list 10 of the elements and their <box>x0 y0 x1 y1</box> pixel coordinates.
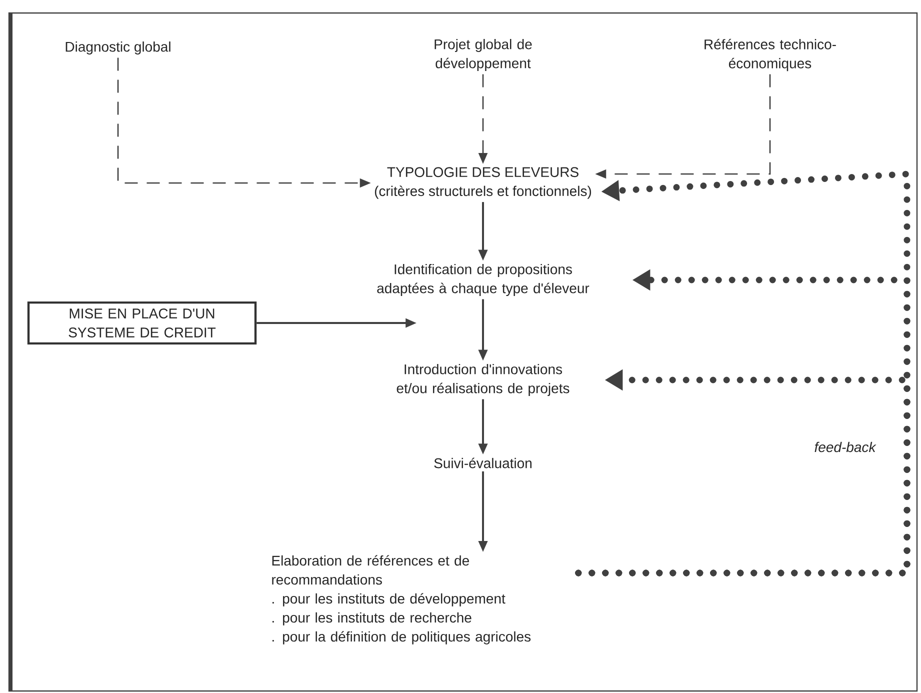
node-text: Diagnostic global <box>66 41 170 55</box>
node-text: Projet global de développement <box>434 38 532 72</box>
note-text: feed-back <box>812 440 878 454</box>
node-text: Introduction d'innovations et/ou réalisations de projets <box>396 364 570 396</box>
node-text: Elaboration de références et de recommandations . pour les instituts de développement . pour les instituts de recherche . pour la définition de politiques agricoles <box>272 555 531 644</box>
node-text: Références technico-économiques <box>704 38 836 72</box>
node-text: TYPOLOGIE DES ELEVEURS (critères structurels et fonctionnels) <box>374 167 592 199</box>
process-box: MISE EN PLACE D'UN SYSTEME DE CREDIT <box>27 301 257 345</box>
node-text: Identification de propositions adaptées à chaque type d'éleveur <box>377 264 590 296</box>
node-text: Suivi-évaluation <box>434 458 532 468</box>
